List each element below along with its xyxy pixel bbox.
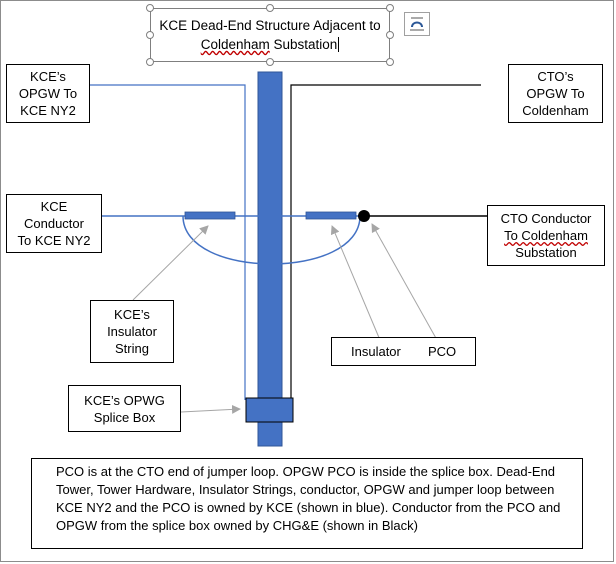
splice-box: [245, 397, 294, 423]
kce-opgw-label: KCE’s OPGW To KCE NY2: [6, 64, 90, 123]
arrow-splice-box: [180, 404, 241, 414]
title-coldenham-word: Coldenham: [200, 37, 270, 52]
note-line-3: KCE NY2 and the PCO is owned by KCE (sho…: [56, 500, 561, 515]
resize-handle-bl[interactable]: [146, 58, 154, 66]
cto-conductor-label: CTO Conductor To Coldenham Substation: [487, 205, 605, 266]
arrow-insulator: [330, 225, 381, 341]
kce-insulator-string-label: KCE’s Insulator String: [90, 300, 174, 363]
splice-box-label: KCE’s OPWG Splice Box: [68, 385, 181, 432]
cto-opgw-line: [290, 84, 481, 400]
title-textbox[interactable]: KCE Dead-End Structure Adjacent to Colde…: [150, 8, 390, 62]
pco-label: PCO: [428, 344, 457, 359]
note-line-1: PCO is at the CTO end of jumper loop. OP…: [56, 464, 556, 479]
insulator-label: Insulator: [351, 344, 401, 359]
resize-handle-mr[interactable]: [386, 31, 394, 39]
kce-conductor-label: KCE Conductor To KCE NY2: [6, 194, 102, 253]
arrow-pco: [371, 223, 438, 341]
layout-options-icon[interactable]: [404, 12, 430, 36]
cto-opgw-label: CTO’s OPGW To Coldenham: [508, 64, 603, 123]
jumper-loop: [182, 215, 361, 265]
title-line-1: KCE Dead-End Structure Adjacent to: [159, 18, 381, 33]
note-line-2: Tower, Tower Hardware, Insulator Strings…: [56, 482, 555, 497]
kce-opgw-line: [86, 84, 246, 400]
resize-handle-bm[interactable]: [266, 58, 274, 66]
ownership-note: PCO is at the CTO end of jumper loop. OP…: [31, 458, 583, 549]
kce-insulator-left: [184, 211, 236, 220]
text-cursor: [338, 37, 340, 52]
title-line-2: Coldenham Substation: [151, 35, 389, 54]
tower: [257, 71, 283, 447]
resize-handle-tm[interactable]: [266, 4, 274, 12]
note-line-4: OPGW from the splice box owned by CHG&E …: [56, 518, 418, 533]
resize-handle-tr[interactable]: [386, 4, 394, 12]
kce-insulator-right: [305, 211, 357, 220]
resize-handle-tl[interactable]: [146, 4, 154, 12]
pco-point: [358, 210, 370, 222]
insulator-pco-label: Insulator PCO: [331, 337, 476, 366]
resize-handle-ml[interactable]: [146, 31, 154, 39]
title-line-2-rest: Substation: [269, 37, 338, 52]
resize-handle-br[interactable]: [386, 58, 394, 66]
arrow-kce-insulator: [132, 225, 209, 301]
